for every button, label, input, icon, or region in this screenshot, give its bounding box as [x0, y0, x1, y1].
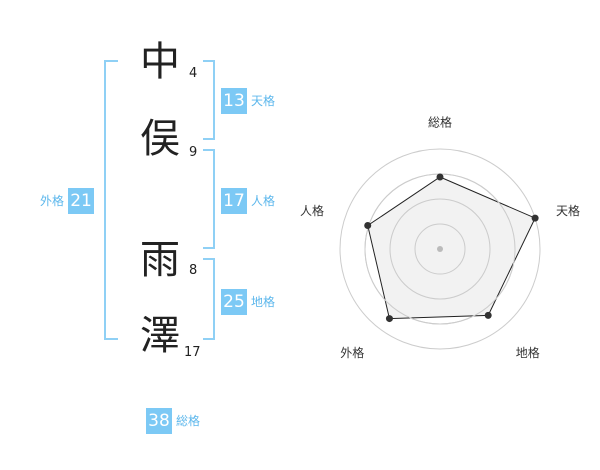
gaikaku-bracket [104, 60, 118, 340]
radar-area [367, 176, 536, 320]
soukaku-value: 38 [146, 408, 172, 434]
jinkaku-label: 人格 [251, 194, 276, 208]
stroke-count-3: 8 [189, 263, 198, 278]
radar-axis-label-4: 外格 [340, 345, 364, 360]
radar-inner-ring [414, 223, 466, 275]
radar-point-3 [484, 311, 492, 319]
chikaku-indicator: 25 地格 [221, 289, 275, 315]
radar-axis-label-3: 地格 [516, 345, 540, 360]
radar-axis-label-5: 人格 [300, 203, 324, 218]
soukaku-indicator: 38 総格 [146, 408, 200, 434]
radar-point-2 [531, 214, 539, 222]
name-char-4: 澤 [140, 313, 180, 359]
chikaku-value: 25 [221, 289, 247, 315]
name-char-1: 中 [140, 39, 180, 85]
gaikaku-value: 21 [68, 188, 95, 214]
radar-point-1 [436, 173, 444, 181]
tenkaku-bracket [203, 60, 215, 140]
soukaku-label: 総格 [176, 414, 201, 428]
radar-inner-ring [389, 198, 491, 300]
stroke-count-4: 17 [184, 345, 201, 360]
tenkaku-label: 天格 [251, 94, 276, 108]
radar-axis-label-1: 総格 [428, 115, 452, 130]
name-char-3: 雨 [140, 237, 180, 283]
radar-axis-label-2: 天格 [556, 203, 580, 218]
jinkaku-indicator: 17 人格 [221, 188, 275, 214]
tenkaku-value: 13 [221, 88, 247, 114]
gaikaku-label: 外格 [40, 194, 65, 208]
stroke-count-2: 9 [189, 145, 198, 160]
tenkaku-indicator: 13 天格 [221, 88, 275, 114]
radar-center-dot [437, 246, 443, 252]
chikaku-bracket [203, 258, 215, 340]
radar-point-4 [385, 315, 393, 323]
jinkaku-value: 17 [221, 188, 247, 214]
radar-point-5 [364, 222, 372, 230]
name-char-2: 俣 [140, 116, 180, 162]
gaikaku-indicator: 外格 21 [40, 188, 95, 214]
stroke-count-1: 4 [189, 66, 198, 81]
jinkaku-bracket [203, 149, 215, 249]
chikaku-label: 地格 [251, 295, 276, 309]
